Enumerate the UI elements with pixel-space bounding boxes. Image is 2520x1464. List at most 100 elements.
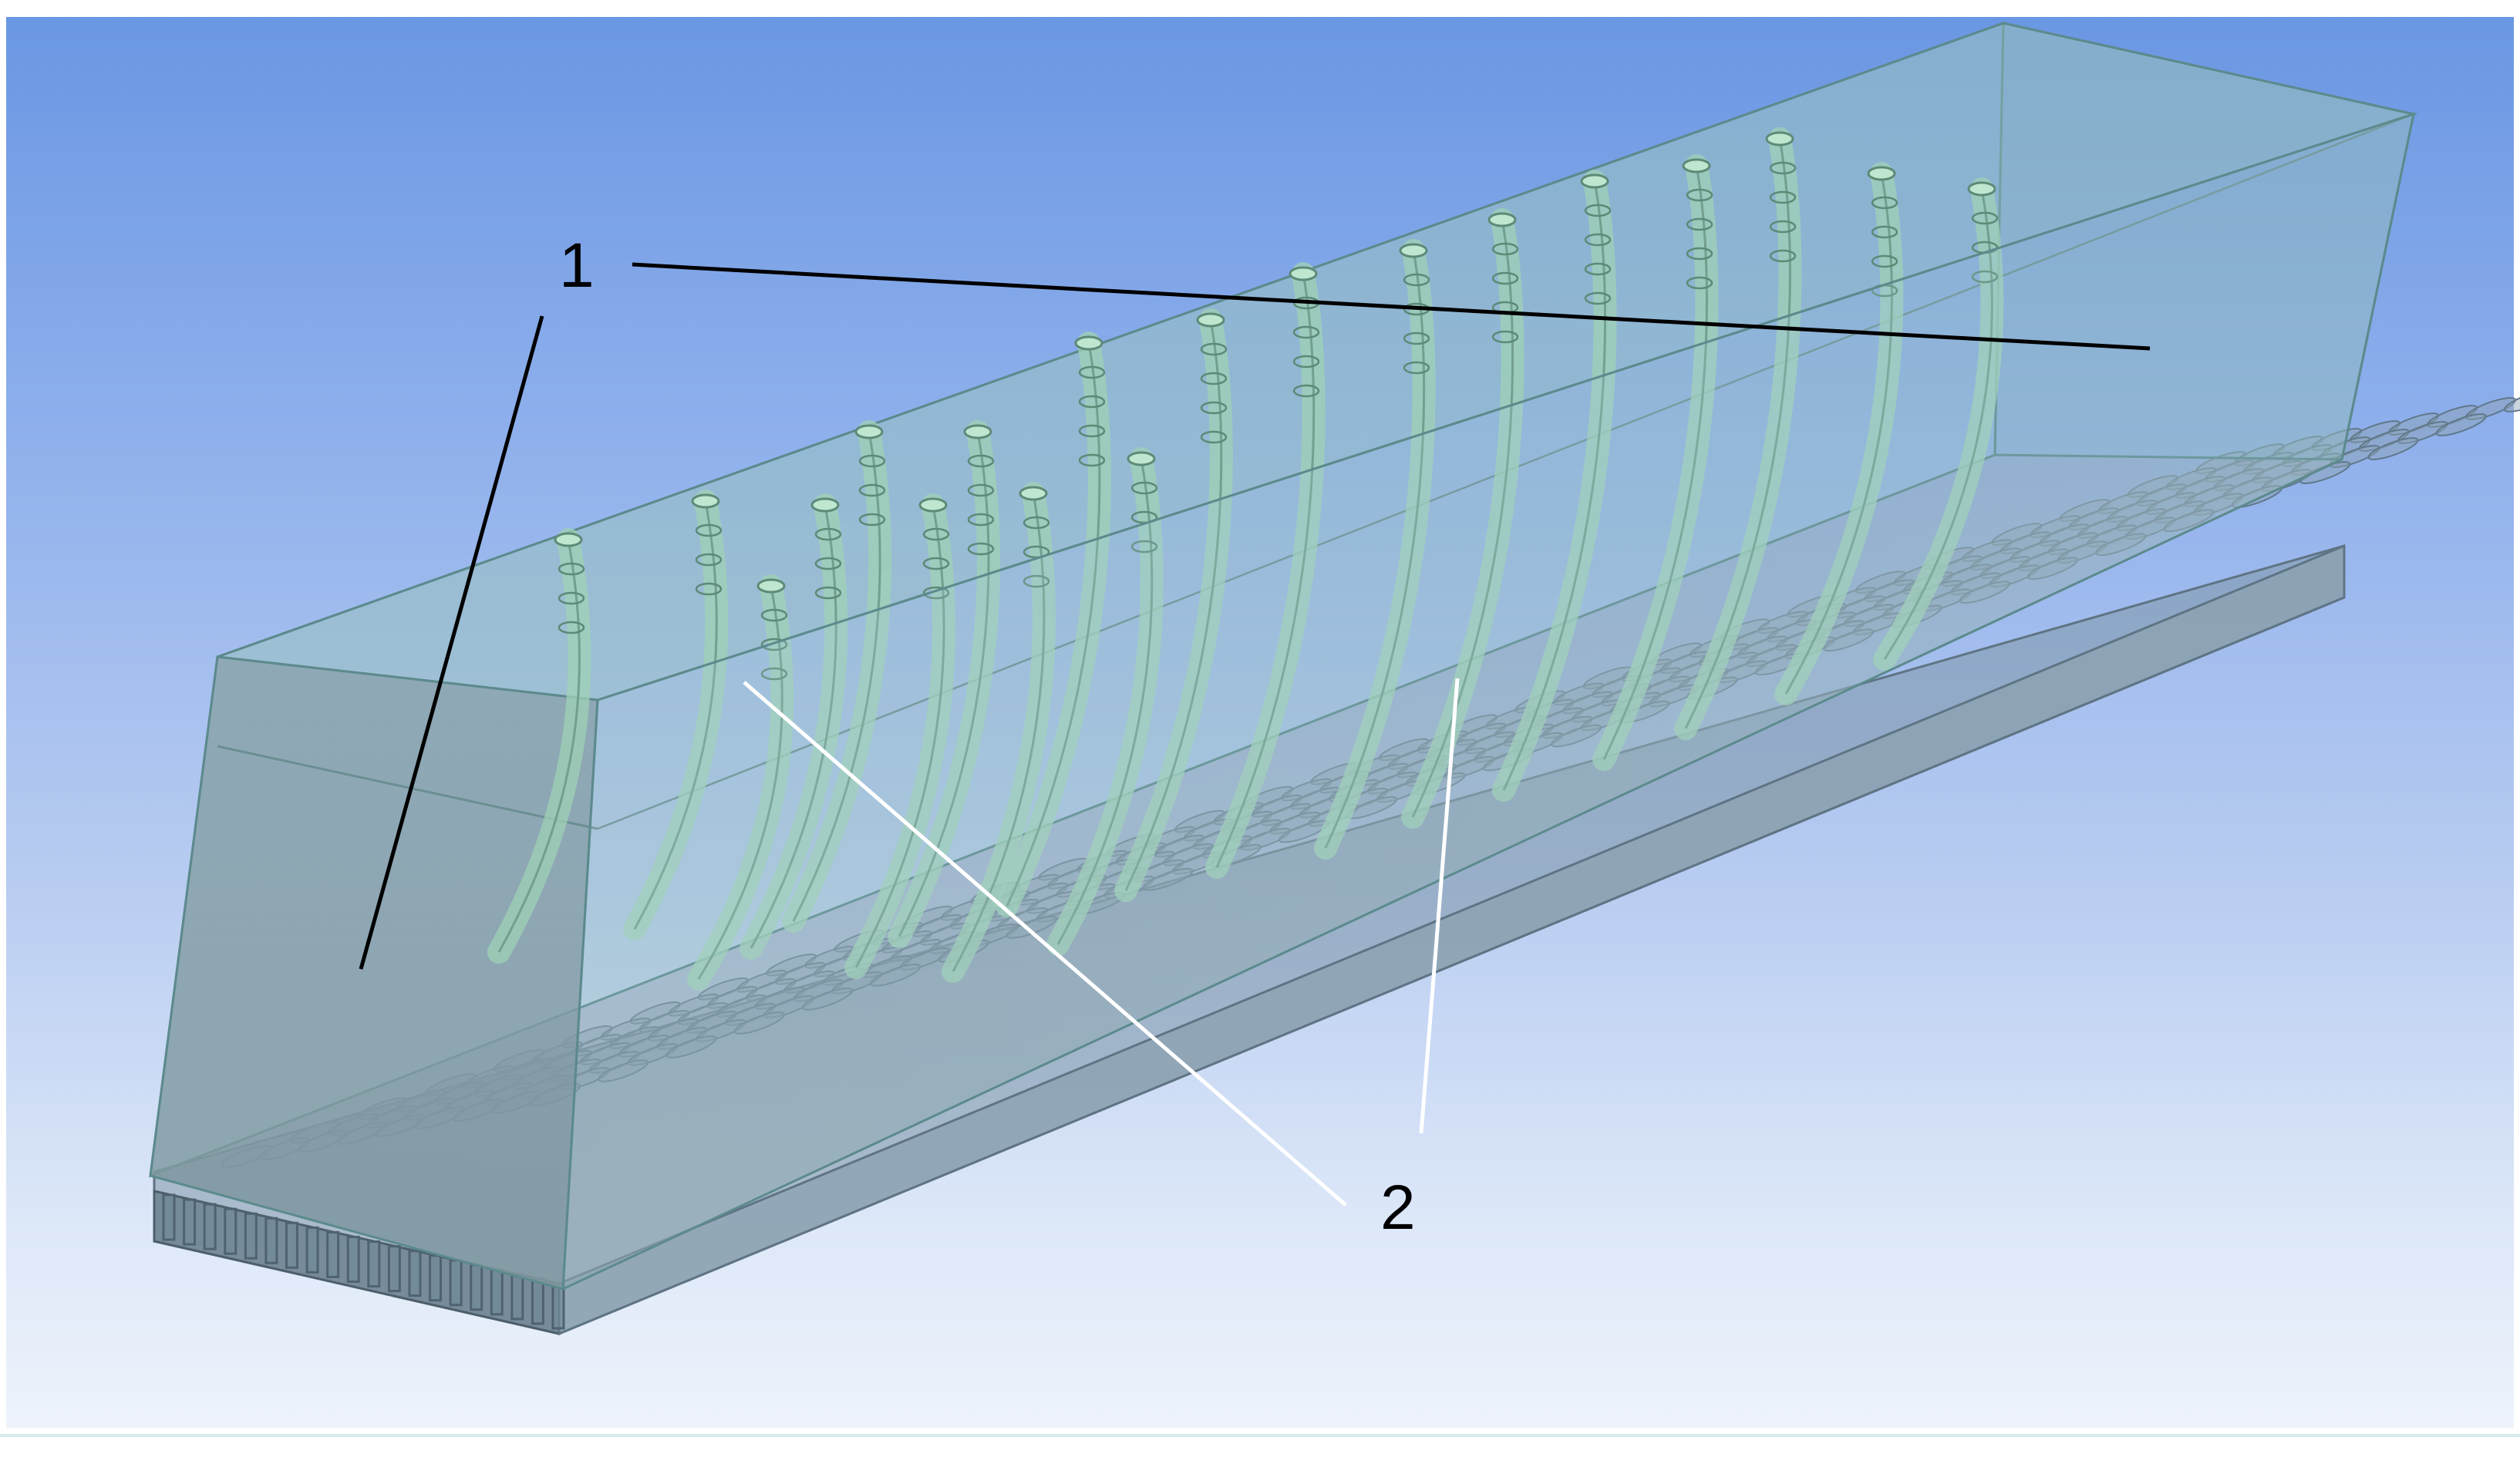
pipe-opening bbox=[1682, 158, 1711, 173]
pipe-ring bbox=[1403, 273, 1430, 287]
pipe-ring bbox=[1871, 225, 1898, 239]
leader-line-1b bbox=[359, 315, 544, 970]
pipe-opening bbox=[1127, 451, 1156, 466]
rib bbox=[2367, 437, 2419, 460]
pipe-ring bbox=[1971, 211, 1999, 225]
pipe-ring bbox=[1078, 365, 1106, 379]
fin bbox=[285, 1221, 298, 1269]
enclosure-near-side-face bbox=[561, 112, 2415, 1291]
pipe bbox=[1873, 177, 2004, 671]
pipe-opening bbox=[1399, 243, 1428, 258]
pipe-ring bbox=[1871, 254, 1898, 268]
pipe-opening bbox=[1967, 181, 1996, 197]
pipe-opening bbox=[1074, 335, 1103, 351]
pipe-ring bbox=[858, 454, 886, 468]
pipe-ring bbox=[1971, 270, 1999, 284]
pipe bbox=[487, 528, 591, 964]
pipe-ring bbox=[1022, 516, 1050, 530]
pipe-ring bbox=[1130, 540, 1158, 554]
pipe-ring bbox=[858, 483, 886, 497]
pipe bbox=[1674, 127, 1802, 740]
fin bbox=[183, 1198, 197, 1246]
pipe bbox=[1314, 239, 1436, 860]
pipe-ring bbox=[1686, 217, 1713, 231]
pipe-ring bbox=[922, 557, 950, 570]
pipe-centerline bbox=[1883, 188, 1993, 660]
pipe-opening bbox=[1765, 131, 1794, 146]
pipe-ring bbox=[1200, 372, 1228, 385]
pipe-centerline bbox=[1684, 138, 1791, 729]
pipe-ring bbox=[695, 553, 723, 567]
pipe-ring bbox=[1584, 204, 1612, 217]
enclosure-box bbox=[149, 21, 2418, 1291]
enclosure-front-face bbox=[149, 655, 599, 1291]
pipe-centerline bbox=[1324, 250, 1426, 849]
pipe-ring bbox=[1078, 453, 1106, 467]
pipe-ring bbox=[1130, 481, 1158, 495]
pipe-ring bbox=[858, 513, 886, 527]
pipe bbox=[1114, 308, 1233, 902]
fin bbox=[224, 1207, 238, 1255]
pipe-ring bbox=[1769, 220, 1797, 234]
pipe-ring bbox=[1584, 233, 1612, 247]
callout-label-1: 1 bbox=[559, 231, 595, 301]
pipe bbox=[687, 574, 794, 991]
enclosure-front-edge-line bbox=[217, 745, 598, 830]
fin bbox=[346, 1235, 360, 1283]
pipe-opening bbox=[963, 424, 992, 439]
pipe-ring bbox=[1292, 325, 1320, 339]
pipe-ring bbox=[1686, 247, 1713, 261]
pipe-centerline bbox=[1502, 180, 1607, 791]
pipe-centerline bbox=[792, 431, 881, 922]
pipe bbox=[782, 420, 892, 933]
fin-row bbox=[162, 1193, 565, 1330]
pipe-opening bbox=[554, 532, 583, 547]
pipe bbox=[1205, 262, 1326, 879]
pipe-ring bbox=[760, 608, 788, 622]
leader-line-2b bbox=[1419, 678, 1460, 1134]
fin bbox=[531, 1277, 544, 1325]
pipe-ring bbox=[1769, 190, 1797, 204]
fin bbox=[244, 1212, 258, 1260]
leader-line-1a bbox=[632, 262, 2151, 351]
pipe-ring bbox=[1078, 424, 1106, 438]
fin bbox=[326, 1230, 340, 1278]
pipe-centerline bbox=[1215, 273, 1316, 868]
fin bbox=[305, 1226, 319, 1274]
pipe-ring bbox=[1686, 276, 1713, 290]
pipe-ring bbox=[1078, 395, 1106, 409]
pipe-ring bbox=[967, 483, 995, 497]
pipe-opening bbox=[1867, 166, 1896, 181]
pipe-ring bbox=[1292, 355, 1320, 369]
pipe bbox=[844, 493, 956, 979]
pipe-ring bbox=[814, 527, 842, 541]
fin bbox=[408, 1250, 422, 1297]
pipe bbox=[1592, 154, 1719, 771]
pipe bbox=[623, 490, 729, 941]
fin bbox=[510, 1273, 524, 1321]
pipe-centerline bbox=[697, 585, 783, 980]
pipe-ring bbox=[558, 562, 585, 576]
pipe-centerline bbox=[1056, 458, 1154, 945]
pipe-opening bbox=[1580, 173, 1609, 189]
pipe-ring bbox=[1686, 188, 1713, 202]
pipe-ring bbox=[1200, 430, 1228, 444]
pipe-ring bbox=[558, 621, 585, 634]
pipe bbox=[942, 482, 1056, 983]
pipe-ring bbox=[695, 523, 723, 537]
pipe-ring bbox=[1491, 271, 1519, 285]
pipe-ring bbox=[1292, 384, 1320, 398]
callout-1-leaders bbox=[359, 262, 2151, 970]
pipe-centerline bbox=[952, 493, 1046, 972]
bottom-divider bbox=[0, 1434, 2520, 1437]
pipe-ring bbox=[922, 527, 950, 541]
fin bbox=[490, 1268, 504, 1316]
pipe-ring bbox=[760, 667, 788, 681]
leader-line-2a bbox=[743, 681, 1347, 1207]
pipe bbox=[996, 332, 1111, 917]
fin bbox=[470, 1264, 483, 1311]
fin bbox=[449, 1259, 463, 1307]
pipe-centerline bbox=[1602, 165, 1708, 760]
pipe-opening bbox=[854, 424, 884, 439]
